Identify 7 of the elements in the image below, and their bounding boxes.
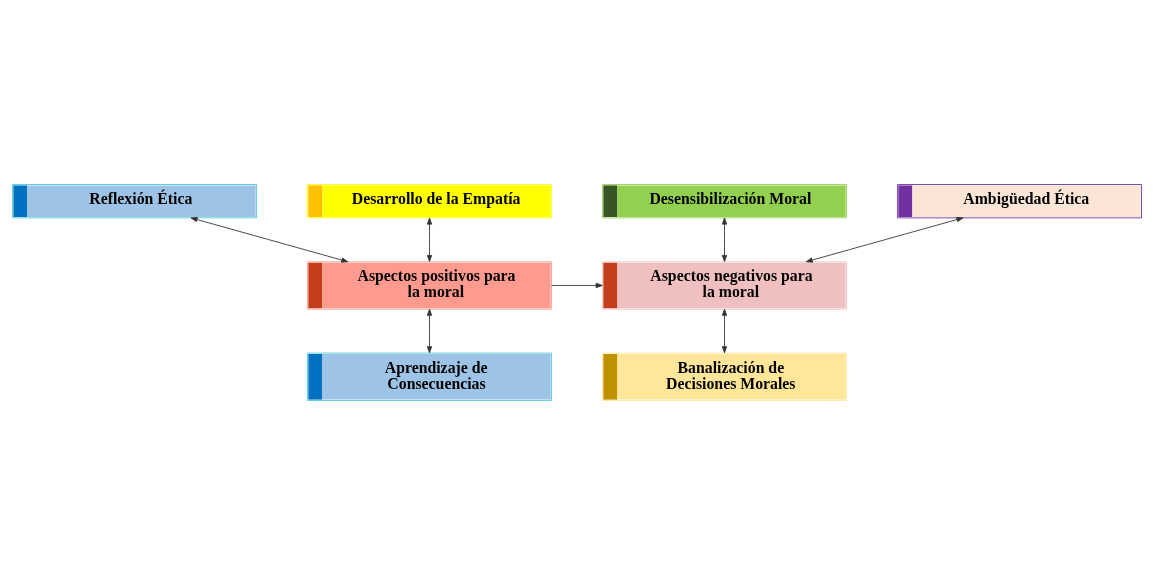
arrow: [551, 282, 603, 289]
arrow: [190, 217, 349, 263]
arrow: [721, 308, 728, 354]
arrow: [426, 217, 433, 262]
arrow: [721, 217, 728, 262]
arrow: [426, 308, 433, 354]
arrow: [805, 217, 964, 263]
